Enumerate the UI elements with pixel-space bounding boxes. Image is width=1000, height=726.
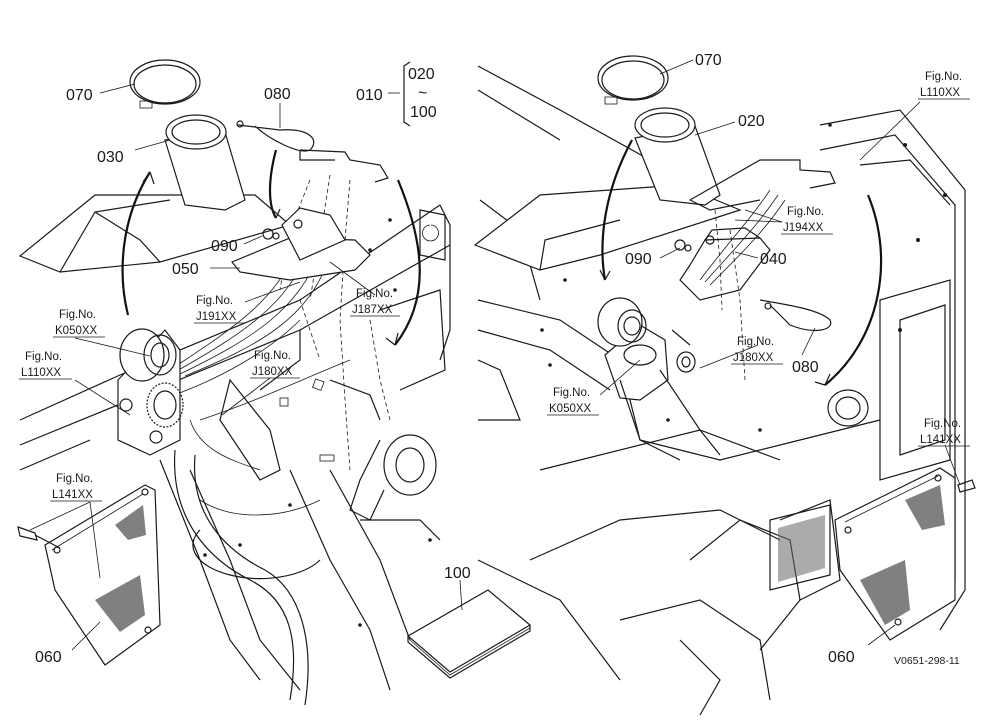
label-100-manual: 100 (444, 565, 471, 582)
perforation-pattern (95, 505, 146, 632)
fig-ref-line1: Fig.No. (59, 309, 96, 321)
wire-080 (237, 124, 315, 152)
label-040-right: 040 (760, 251, 787, 268)
bracket-040 (674, 227, 771, 301)
fig-ref-line2: J194XX (783, 222, 824, 234)
manual-100 (406, 589, 532, 679)
fig-ref-line1: Fig.No. (356, 288, 393, 300)
label-090-right: 090 (625, 251, 652, 268)
bearing-assembly (117, 328, 184, 456)
fig-ref-line2: J191XX (196, 311, 237, 323)
fig-ref-line2: L141XX (52, 489, 93, 501)
label-100: 100 (410, 104, 437, 121)
funnel-030 (18, 114, 292, 273)
label-050: 050 (172, 261, 199, 278)
fig-ref-line1: Fig.No. (924, 418, 961, 430)
label-020-right: 020 (738, 113, 765, 130)
drawing-code: V0651-298-11 (894, 655, 960, 667)
bracket-050 (231, 149, 389, 281)
bearing-right (597, 297, 721, 461)
funnel-020 (473, 107, 742, 271)
label-060-right: 060 (828, 649, 855, 666)
left-labels: 070 030 080 010 020 ~ 100 090 050 060 10… (19, 61, 471, 666)
fig-ref-line2: L141XX (920, 434, 961, 446)
fig-ref-line1: Fig.No. (553, 387, 590, 399)
bracket-brace (403, 61, 411, 127)
fig-ref-line2: K050XX (549, 403, 592, 415)
fig-ref-line1: Fig.No. (737, 336, 774, 348)
leader-lines (29, 59, 961, 651)
label-080: 080 (264, 86, 291, 103)
label-020: 020 (408, 66, 435, 83)
perforation-pattern-right (860, 485, 945, 625)
rear-perforation (778, 515, 825, 582)
fig-ref-line1: Fig.No. (787, 206, 824, 218)
fig-ref-line2: J180XX (733, 352, 774, 364)
left-panel (17, 59, 532, 706)
fig-ref-line2: L110XX (21, 367, 61, 379)
label-tilde: ~ (418, 85, 427, 102)
label-070: 070 (66, 87, 93, 104)
right-panel (473, 55, 976, 716)
fig-ref-line1: Fig.No. (196, 295, 233, 307)
fig-ref-line2: K050XX (55, 325, 98, 337)
label-080-right: 080 (792, 359, 819, 376)
fig-ref-line1: Fig.No. (254, 350, 291, 362)
right-labels: 070 020 090 040 080 060 Fig.No. L110XX F… (547, 52, 970, 667)
label-090: 090 (211, 238, 238, 255)
fig-ref-line1: Fig.No. (56, 473, 93, 485)
label-010: 010 (356, 87, 383, 104)
fig-ref-line2: J187XX (352, 304, 393, 316)
hose-clamp-070-right (597, 55, 669, 105)
fig-ref-line2: J180XX (252, 366, 293, 378)
label-030: 030 (97, 149, 124, 166)
left-arc-1 (121, 171, 151, 316)
hose-clamp-070 (129, 59, 201, 109)
fig-ref-line2: L110XX (920, 87, 960, 99)
label-070-right: 070 (695, 52, 722, 69)
fig-ref-line1: Fig.No. (925, 71, 962, 83)
fig-ref-line1: Fig.No. (25, 351, 62, 363)
label-060: 060 (35, 649, 62, 666)
